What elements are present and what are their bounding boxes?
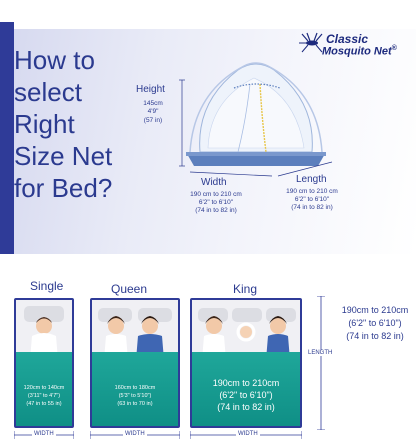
- bed-length-in: (74 in to 82 in): [346, 331, 404, 341]
- height-in: (57 in): [143, 117, 163, 124]
- length-label-side: LENGTH: [306, 350, 335, 356]
- logo-line2-text: Mosquito Net: [322, 45, 392, 58]
- length-cm: 190 cm to 210 cm: [286, 188, 338, 195]
- bed-length-cm: 190cm to 210cm: [341, 305, 409, 315]
- logo-line1: Classic: [326, 32, 369, 46]
- single-ft: (3'11" to 4'7"): [27, 393, 61, 399]
- registered-mark: ®: [391, 45, 397, 52]
- king-width-label: WIDTH: [236, 431, 260, 437]
- logo-line2: Mosquito Net®: [322, 45, 397, 58]
- blanket: [192, 352, 300, 426]
- width-cm: 190 cm to 210 cm: [190, 191, 242, 198]
- queen-width-label: WIDTH: [123, 431, 147, 437]
- headline: How to select Right Size Net for Bed?: [14, 44, 144, 204]
- height-label: Height: [136, 84, 165, 95]
- headline-line: How to: [14, 45, 95, 75]
- headline-line: Right: [14, 109, 75, 139]
- queen-cm: 160cm to 180cm: [114, 385, 156, 391]
- length-ft: 6'2" to 6'10": [294, 196, 330, 203]
- bed-title-single: Single: [30, 279, 64, 293]
- blanket: [16, 352, 72, 426]
- mosquito-icon: [299, 32, 323, 53]
- bed-title-king: King: [233, 282, 258, 296]
- blanket: [92, 352, 178, 426]
- bed-queen: 160cm to 180cm (5'3" to 5'10") (63 in to…: [90, 298, 180, 428]
- bed-title-queen: Queen: [111, 282, 148, 296]
- single-cm: 120cm to 140cm: [23, 385, 65, 391]
- bed-length-ft: (6'2" to 6'10"): [348, 318, 402, 328]
- king-in: (74 in to 82 in): [217, 402, 275, 412]
- height-ft: 4'9": [147, 108, 159, 115]
- accent-bar: [0, 22, 14, 254]
- brand-logo: Classic Mosquito Net®: [298, 30, 413, 62]
- headline-line: Size Net: [14, 141, 113, 171]
- mosquito-net-tent: [179, 62, 333, 177]
- single-width-label: WIDTH: [32, 431, 56, 437]
- queen-in: (63 in to 70 in): [117, 401, 153, 407]
- queen-ft: (5'3" to 5'10"): [118, 393, 152, 399]
- king-ft: (6'2" to 6'10"): [219, 390, 273, 400]
- width-ft: 6'2" to 6'10": [198, 199, 234, 206]
- length-in: (74 in to 82 in): [291, 204, 333, 211]
- bed-single: 120cm to 140cm (3'11" to 4'7") (47 in to…: [14, 298, 74, 428]
- length-label: Length: [296, 174, 327, 185]
- bed-king: 190cm to 210cm (6'2" to 6'10") (74 in to…: [190, 298, 302, 428]
- length-line: [317, 296, 325, 430]
- height-cm: 145cm: [143, 100, 163, 107]
- headline-line: for Bed?: [14, 173, 113, 203]
- width-label: Width: [201, 177, 227, 188]
- king-cm: 190cm to 210cm: [212, 378, 280, 388]
- headline-line: select: [14, 77, 82, 107]
- width-in: (74 in to 82 in): [195, 207, 237, 214]
- single-in: (47 in to 55 in): [26, 401, 62, 407]
